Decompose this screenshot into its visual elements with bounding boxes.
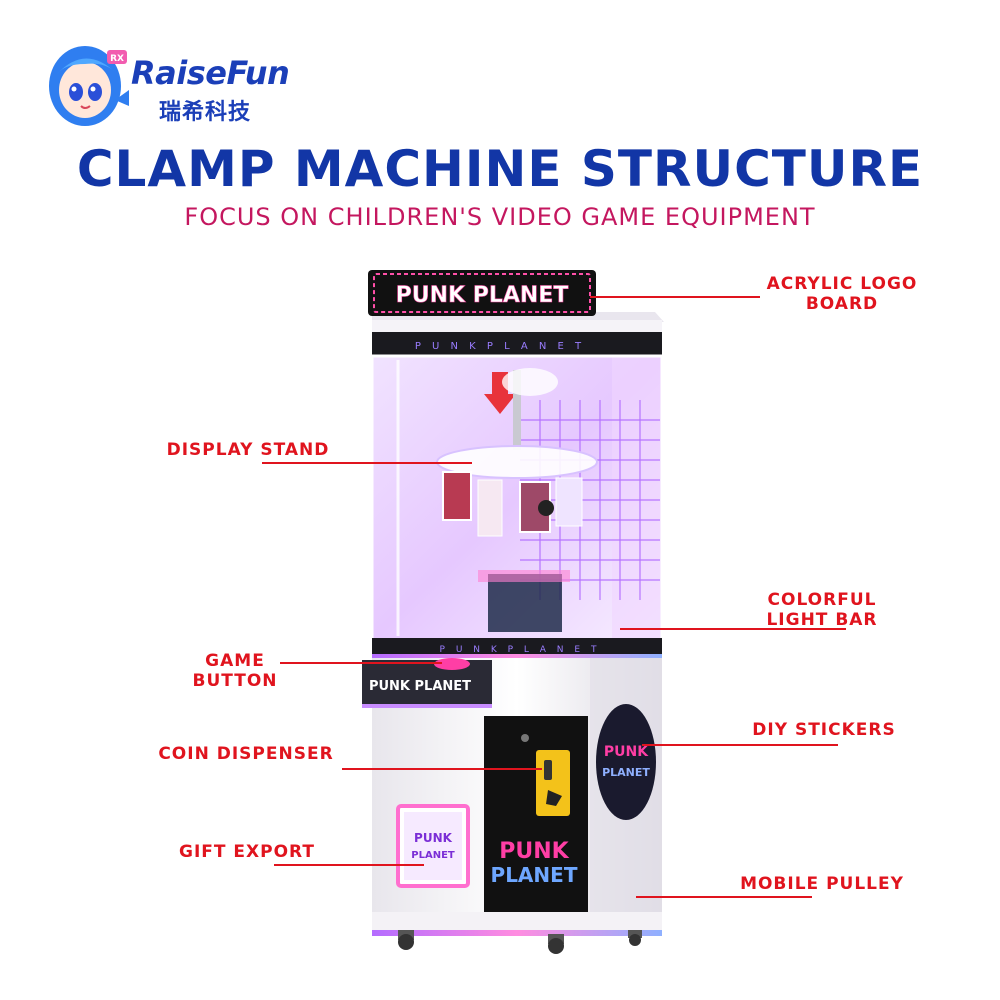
cabinet-door [484, 716, 588, 912]
callout-diy-stickers: DIY STICKERS [752, 720, 896, 740]
header-strip [372, 332, 662, 356]
door-sticker-line2: PLANET [491, 863, 578, 887]
callout-game-button: GAME BUTTON [192, 651, 278, 691]
logo-board-text: PUNK PLANET [396, 283, 569, 308]
prize-box [477, 479, 503, 537]
prize-watch [538, 500, 554, 516]
game-button-panel: PUNK PLANET [362, 660, 492, 708]
prize-box [555, 477, 583, 527]
prize-card [442, 471, 472, 521]
brand-name-cn: 瑞希科技 [159, 100, 252, 125]
callout-coin-dispenser: COIN DISPENSER [158, 744, 334, 764]
mobile-pulley [398, 930, 642, 954]
door-sticker-line1: PUNK [499, 839, 569, 864]
mascot-icon: RX [49, 46, 129, 126]
leader-colorful-light-bar [620, 628, 846, 630]
page-title: CLAMP MACHINE STRUCTURE [76, 140, 924, 198]
leader-coin-dispenser [342, 768, 542, 770]
callout-gift-export: GIFT EXPORT [179, 842, 315, 862]
gift-sticker-line1: PUNK [414, 831, 453, 845]
leader-diy-stickers [642, 744, 838, 746]
leader-mobile-pulley [636, 896, 812, 898]
leader-gift-export [274, 864, 424, 866]
gift-sticker-line2: PLANET [411, 850, 455, 861]
coin-dispenser[interactable] [536, 750, 570, 816]
display-stand [436, 445, 598, 537]
side-sticker: PUNK PLANET [596, 704, 656, 820]
base-glow [372, 930, 662, 936]
cabinet-base [372, 912, 662, 934]
gift-export[interactable]: PUNK PLANET [396, 804, 470, 888]
brand-logo: RX RaiseFun 瑞希科技 [45, 36, 305, 136]
leader-game-button [280, 662, 442, 664]
colorful-light-bar [372, 638, 662, 656]
acrylic-logo-board: PUNK PLANET [368, 270, 596, 316]
callout-mobile-pulley: MOBILE PULLEY [740, 874, 904, 894]
callout-colorful-light-bar: COLORFUL LIGHT BAR [766, 590, 878, 630]
mascot-badge: RX [110, 54, 124, 64]
game-button[interactable] [434, 658, 470, 670]
chute-panel [488, 574, 562, 632]
cabinet-roof-front [372, 320, 662, 332]
door-lock-icon [521, 734, 529, 742]
side-sticker-line2: PLANET [602, 766, 650, 779]
callout-display-stand: DISPLAY STAND [166, 440, 330, 460]
side-sticker-line1: PUNK [604, 744, 649, 760]
light-bar-text: P U N K P L A N E T [440, 645, 601, 655]
header-strip-text: P U N K P L A N E T [415, 341, 585, 352]
brand-name: RaiseFun [131, 54, 290, 92]
page-subtitle: FOCUS ON CHILDREN'S VIDEO GAME EQUIPMENT [184, 203, 816, 231]
button-panel-text: PUNK PLANET [369, 679, 471, 694]
claw-head [502, 368, 558, 396]
leader-display-stand [262, 462, 472, 464]
leader-acrylic-logo-board [590, 296, 760, 298]
claw-rod [513, 370, 521, 450]
callout-acrylic-logo-board: ACRYLIC LOGO BOARD [766, 274, 918, 314]
